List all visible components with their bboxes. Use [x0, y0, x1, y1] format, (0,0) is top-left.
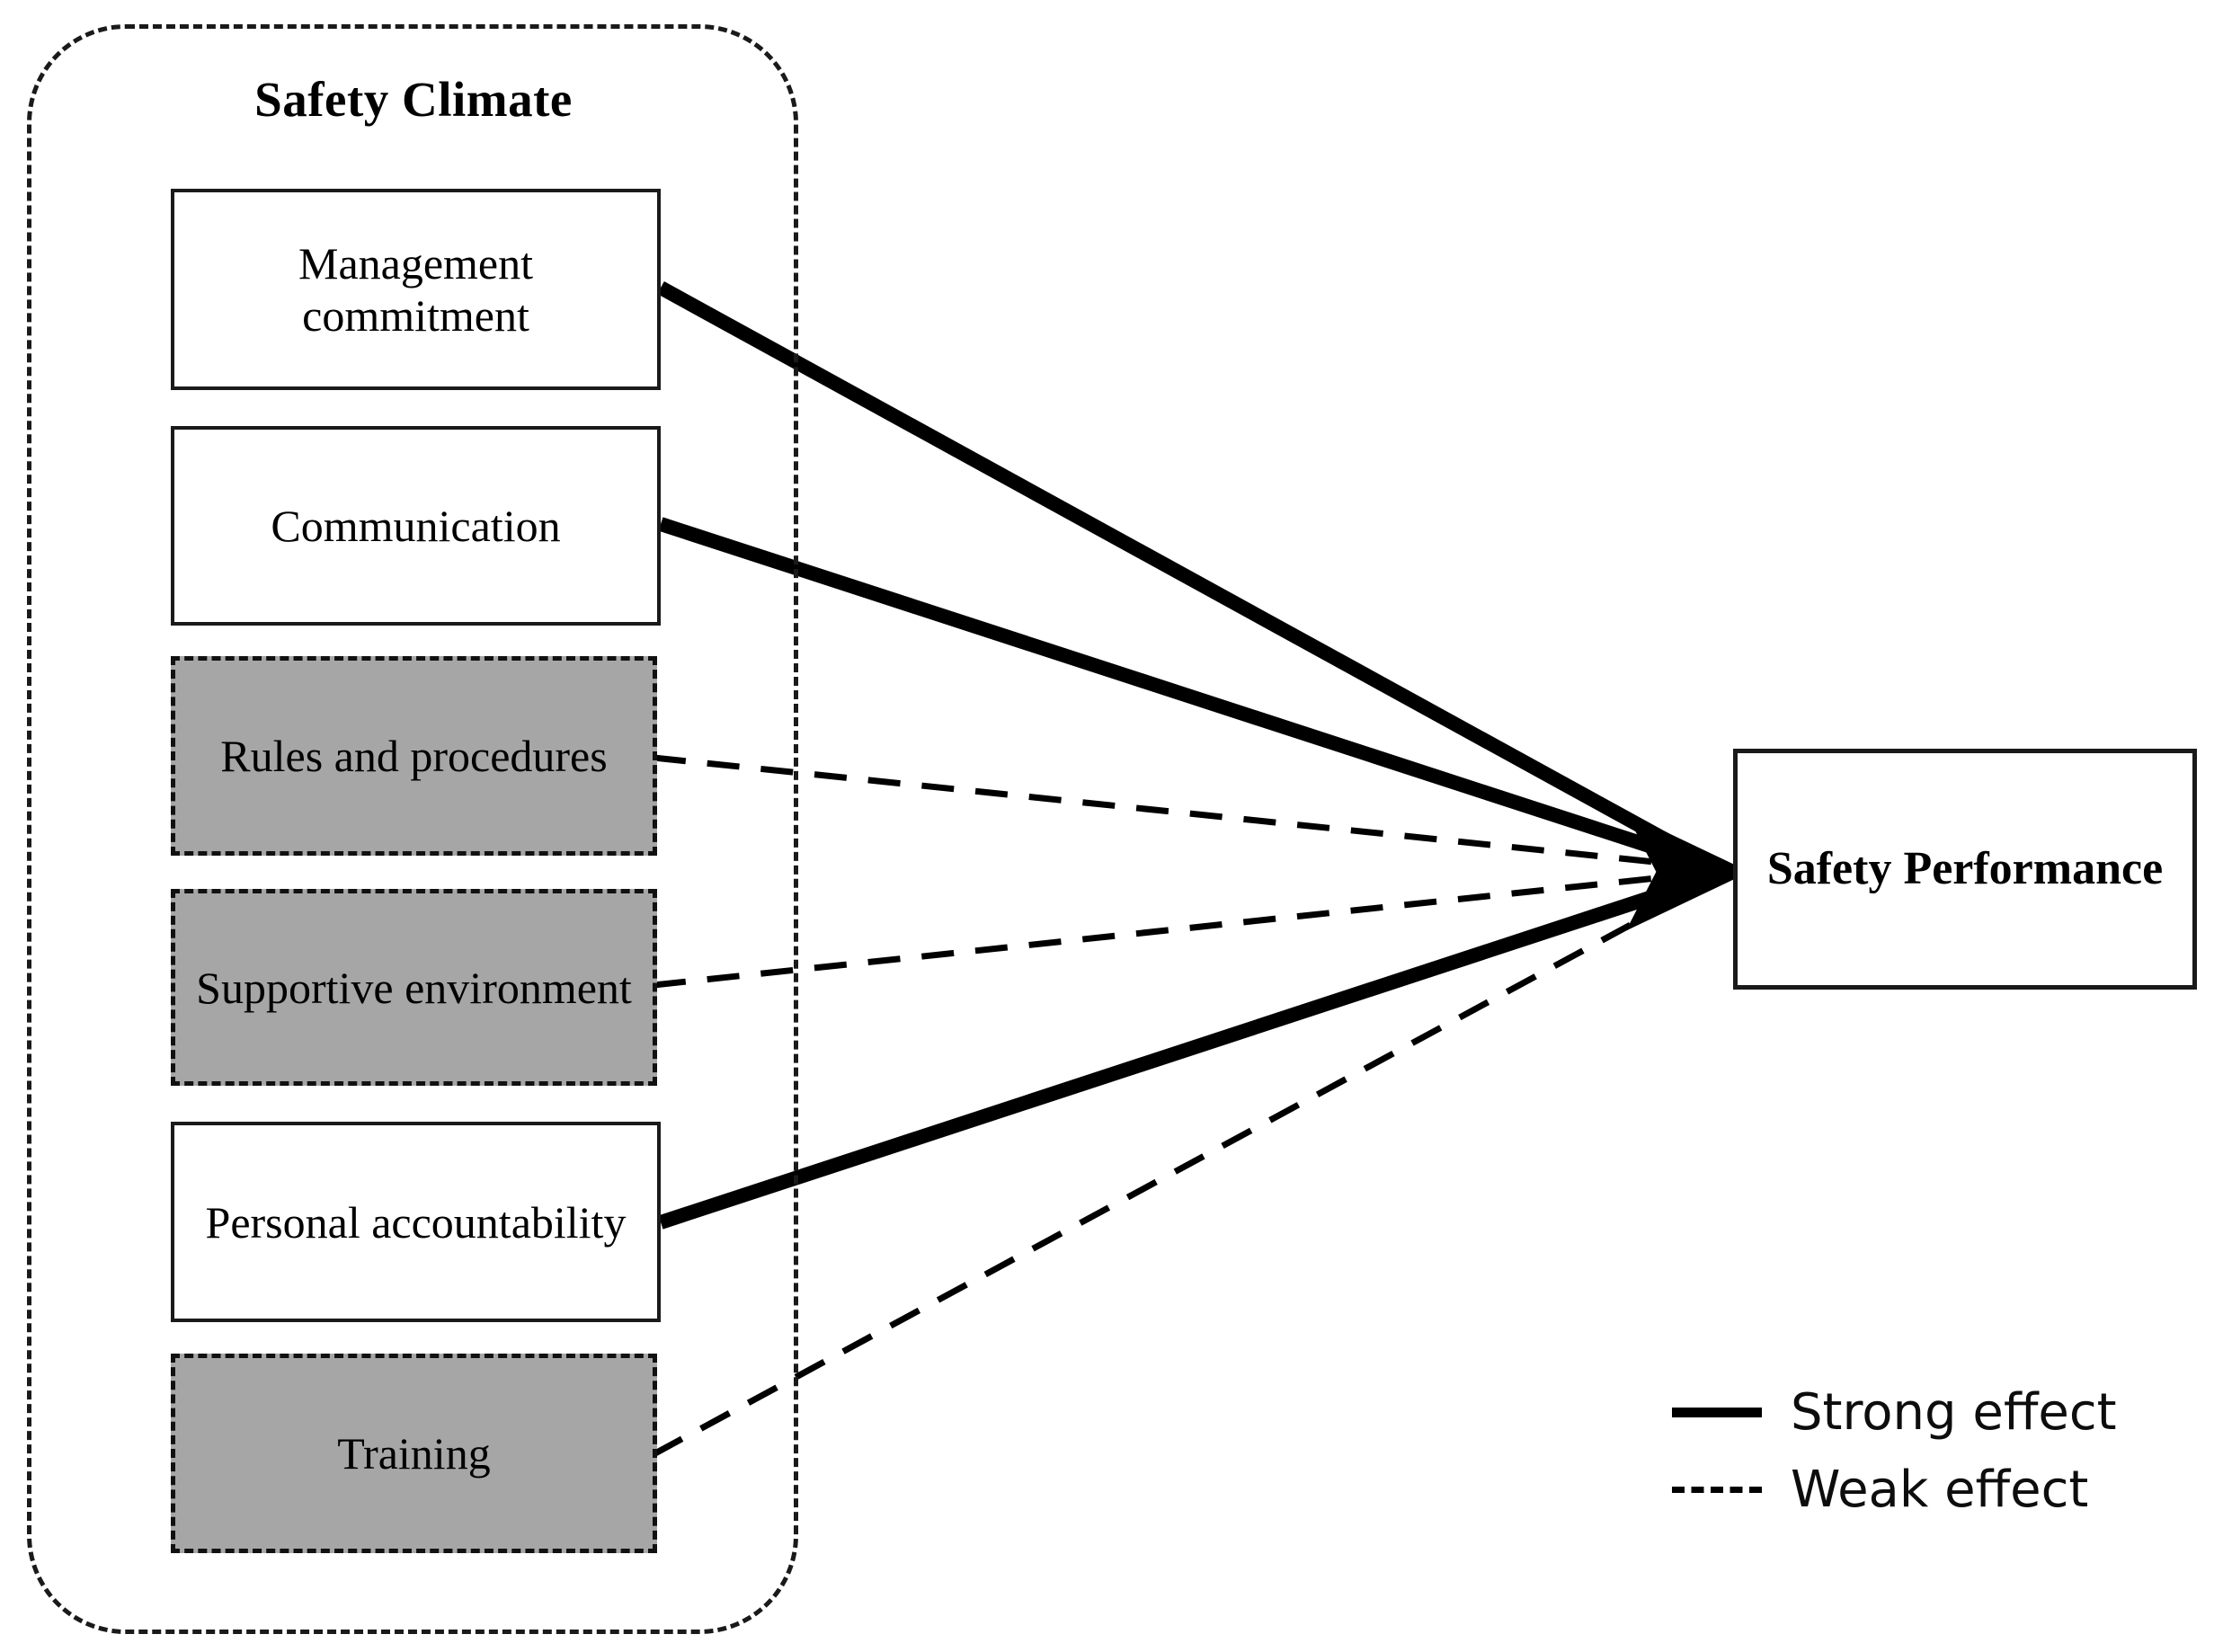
edge-rules-and-procedures: [653, 754, 1716, 872]
node-rules-and-procedures[interactable]: Rules and procedures: [171, 656, 657, 856]
node-label: Safety Performance: [1766, 843, 2164, 895]
legend-label-weak-effect: Weak effect: [1791, 1460, 2089, 1519]
node-training[interactable]: Training: [171, 1354, 657, 1553]
legend: Strong effect Weak effect: [1672, 1373, 2211, 1528]
safety-climate-group-boundary: [27, 24, 798, 1634]
edge-supportive-environment: [653, 868, 1716, 989]
edge-personal-accountability: [658, 870, 1715, 1230]
safety-climate-title: Safety Climate: [254, 72, 573, 127]
node-supportive-environment[interactable]: Supportive environment: [171, 889, 657, 1086]
edge-management-commitment: [657, 280, 1716, 873]
node-label: Rules and procedures: [220, 731, 608, 781]
legend-item-strong-effect: Strong effect: [1672, 1373, 2211, 1451]
dashed-line-icon: [1672, 1486, 1762, 1493]
node-label: Management commitment: [298, 238, 533, 341]
node-label: Communication: [271, 501, 561, 551]
node-label: Training: [337, 1428, 491, 1479]
edge-communication: [658, 517, 1715, 874]
edge-training: [652, 875, 1717, 1458]
node-management-commitment[interactable]: Management commitment: [171, 189, 661, 390]
legend-label-strong-effect: Strong effect: [1791, 1382, 2117, 1442]
solid-line-icon: [1672, 1407, 1762, 1417]
node-communication[interactable]: Communication: [171, 426, 661, 626]
node-safety-performance[interactable]: Safety Performance: [1733, 749, 2197, 990]
node-label: Supportive environment: [196, 962, 632, 1013]
legend-item-weak-effect: Weak effect: [1672, 1451, 2211, 1528]
node-label: Personal accountability: [205, 1196, 627, 1248]
node-personal-accountability[interactable]: Personal accountability: [171, 1122, 661, 1322]
